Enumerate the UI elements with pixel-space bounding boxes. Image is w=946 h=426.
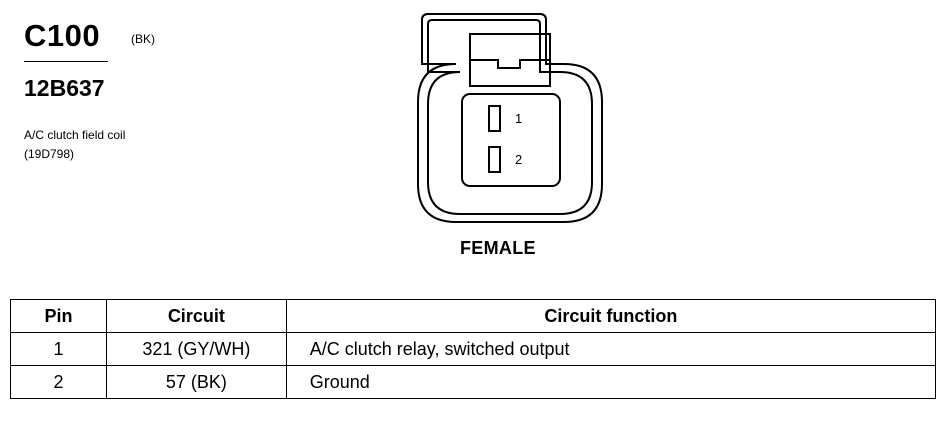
circuit-function-cell: Ground (285, 365, 937, 399)
connector-housing-outer (417, 13, 603, 223)
component-description-line-1: A/C clutch field coil (24, 128, 126, 142)
connector-id: C100 (24, 18, 101, 53)
connector-latch-notch (470, 59, 550, 69)
pin-cell: 1 (10, 332, 107, 366)
table-header-row: Pin Circuit Circuit function (10, 299, 937, 333)
header-circuit-function: Circuit function (285, 299, 937, 333)
pin-cavity-block (461, 93, 561, 187)
pin-1-label: 1 (515, 111, 522, 126)
header-pin: Pin (10, 299, 107, 333)
pin-1-terminal (488, 105, 501, 132)
pin-2-terminal (488, 146, 501, 173)
connector-id-underline (24, 61, 108, 62)
circuit-cell: 321 (GY/WH) (105, 332, 287, 366)
part-number: 12B637 (24, 75, 105, 101)
component-description-line-2: (19D798) (24, 147, 75, 161)
circuit-function-cell: A/C clutch relay, switched output (285, 332, 937, 366)
connector-gender-label: FEMALE (460, 238, 536, 258)
pin-2-label: 2 (515, 152, 522, 167)
connector-housing-inner (427, 19, 593, 215)
circuit-cell: 57 (BK) (105, 365, 287, 399)
header-circuit: Circuit (105, 299, 287, 333)
pin-cell: 2 (10, 365, 107, 399)
table-row: 1 321 (GY/WH) A/C clutch relay, switched… (10, 332, 937, 366)
table-row: 2 57 (BK) Ground (10, 365, 937, 399)
connector-face-diagram: 1 2 (417, 13, 603, 223)
connector-locking-tab (469, 33, 551, 87)
pin-circuit-table: Pin Circuit Circuit function 1 321 (GY/W… (10, 299, 937, 399)
connector-color-code: (BK) (131, 32, 155, 46)
